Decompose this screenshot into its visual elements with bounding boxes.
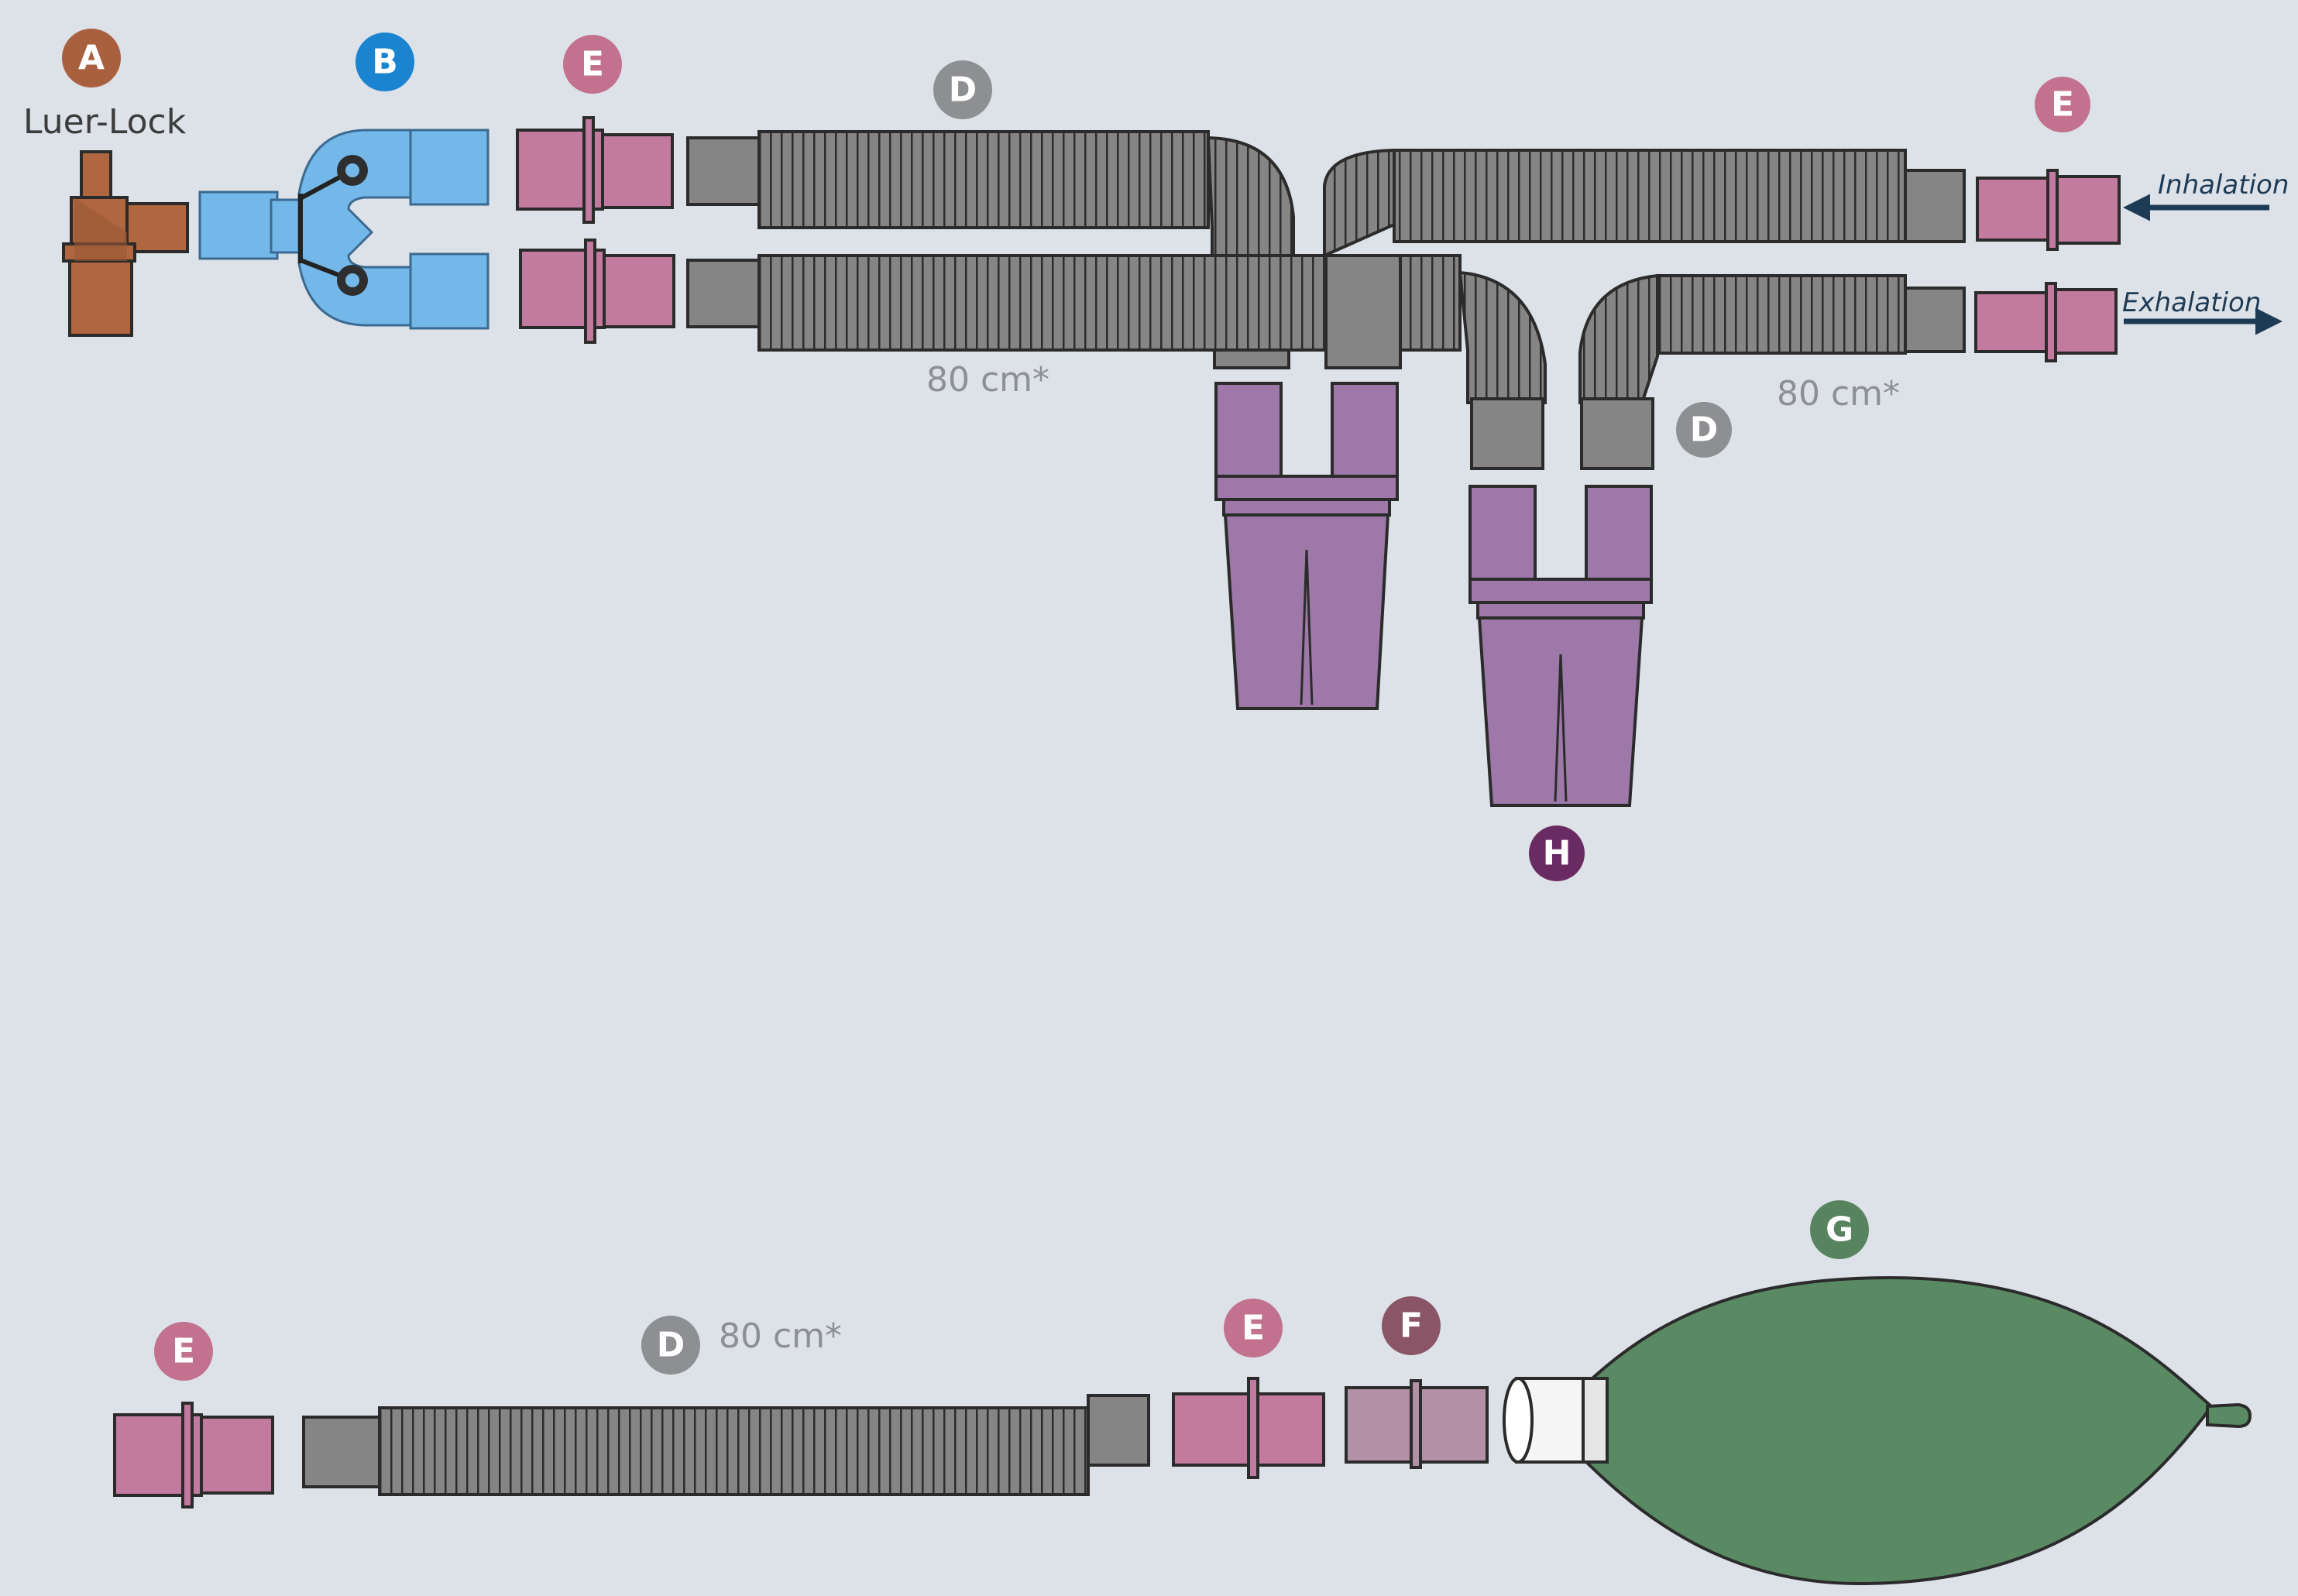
badge-e-top-right: E <box>2035 77 2090 132</box>
hose-d-inspiratory <box>686 130 1295 369</box>
badge-d-right: D <box>1676 402 1732 458</box>
badge-e-top-left: E <box>563 35 622 94</box>
exhalation-label: Exhalation <box>2122 287 2261 318</box>
badge-d-bottom: D <box>641 1316 700 1375</box>
badge-d-top: D <box>933 60 992 119</box>
connector-e-bottom-left <box>113 1402 274 1508</box>
svg-text:D: D <box>657 1326 685 1365</box>
tube-length-label-top-right: 80 cm* <box>1777 374 1900 414</box>
tube-length-label-bottom: 80 cm* <box>719 1316 842 1356</box>
luer-lock-label: Luer-Lock <box>23 102 187 142</box>
badge-a: A <box>62 29 121 88</box>
connector-e-top-left-upper <box>516 116 674 224</box>
inhalation-arrow: Inhalation <box>2123 170 2289 221</box>
svg-text:F: F <box>1400 1306 1423 1346</box>
svg-text:A: A <box>78 39 105 78</box>
badge-e-bottom-middle: E <box>1224 1299 1283 1357</box>
exhalation-arrow: Exhalation <box>2122 287 2283 335</box>
svg-text:G: G <box>1826 1210 1853 1250</box>
badge-b: B <box>356 33 414 91</box>
luer-lock-elbow <box>62 150 189 337</box>
badge-e-bottom-left: E <box>154 1322 213 1381</box>
badge-h: H <box>1529 825 1585 881</box>
svg-text:E: E <box>1242 1309 1265 1348</box>
water-trap-right <box>1468 485 1653 807</box>
tube-length-label-top-left: 80 cm* <box>926 360 1049 400</box>
svg-text:H: H <box>1543 834 1572 874</box>
hose-d-expiratory-return <box>1578 273 1966 470</box>
water-trap-left <box>1214 382 1399 710</box>
hose-d-inspiratory-return <box>1323 148 1966 369</box>
svg-text:B: B <box>372 43 398 82</box>
inhalation-label: Inhalation <box>2158 170 2289 201</box>
hose-d-bag <box>302 1394 1150 1496</box>
connector-f <box>1345 1379 1489 1469</box>
connector-e-exhalation <box>1974 282 2118 362</box>
svg-text:E: E <box>172 1332 195 1371</box>
svg-text:D: D <box>1690 410 1719 450</box>
svg-text:E: E <box>2051 85 2074 125</box>
y-piece <box>198 129 489 330</box>
hose-d-expiratory <box>686 254 1547 470</box>
connector-e-bottom-middle <box>1172 1377 1325 1479</box>
connector-e-top-left-lower <box>519 239 675 344</box>
svg-text:D: D <box>949 70 977 110</box>
connector-e-inhalation <box>1976 169 2121 251</box>
badge-f: F <box>1382 1296 1441 1355</box>
bag-g <box>1503 1275 2252 1586</box>
svg-text:E: E <box>581 45 604 84</box>
badge-g: G <box>1810 1200 1869 1259</box>
